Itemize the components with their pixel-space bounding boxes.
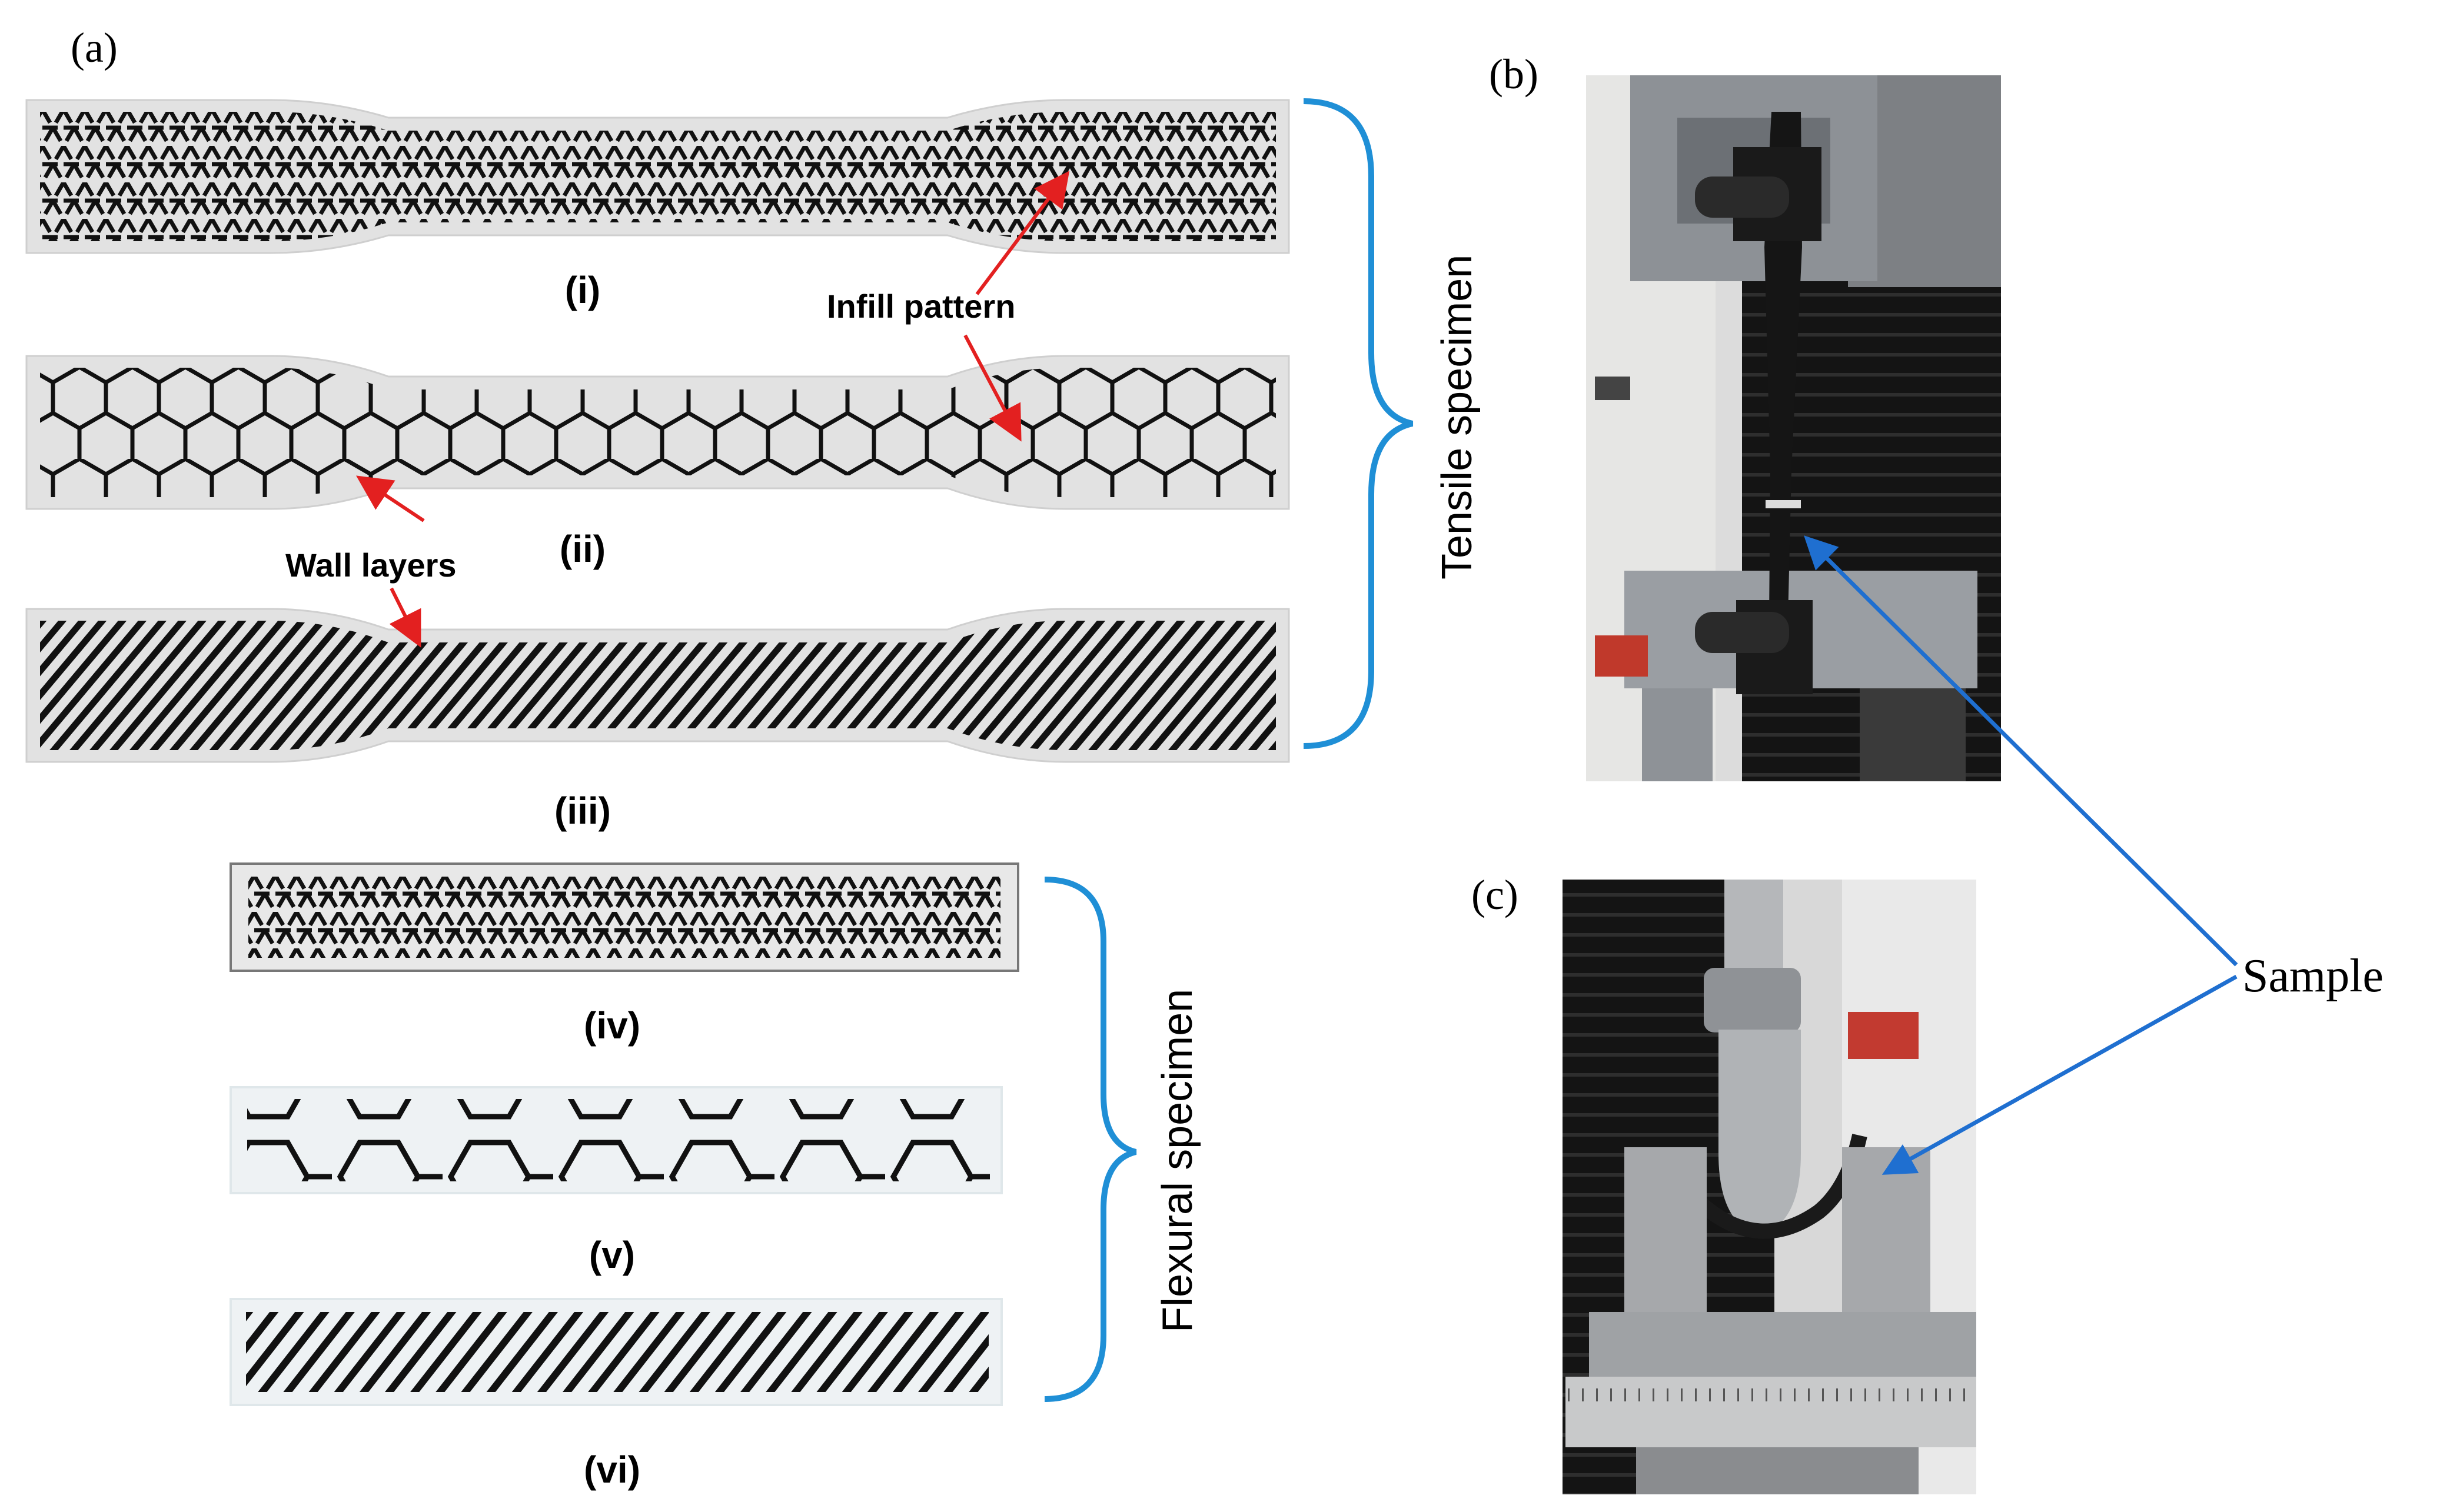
specimen-label-v: (v) <box>589 1234 635 1276</box>
callout-infill-pattern: Infill pattern <box>827 288 1015 325</box>
panel-label-b: (b) <box>1489 51 1538 98</box>
wall-arrow-2 <box>389 587 421 648</box>
tensile-group-label: Tensile specimen <box>1434 255 1481 580</box>
wall-arrow-1 <box>356 475 425 522</box>
flexural-group-label: Flexural specimen <box>1154 989 1201 1333</box>
specimen-label-iii: (iii) <box>554 790 611 832</box>
flexural-bracket <box>1044 877 1137 1402</box>
specimen-label-ii: (ii) <box>560 528 606 570</box>
sample-arrow-c <box>1881 974 2238 1175</box>
specimen-label-iv: (iv) <box>584 1004 640 1047</box>
callout-wall-layers: Wall layers <box>285 547 457 584</box>
panel-label-c: (c) <box>1471 871 1518 918</box>
tensile-test-photo <box>1586 75 2001 781</box>
infill-arrow-1 <box>975 171 1070 295</box>
specimen-label-vi: (vi) <box>584 1448 640 1491</box>
flexural-specimen-v <box>230 1086 1003 1194</box>
tensile-specimen-iii <box>25 608 1290 763</box>
infill-arrow-2 <box>963 334 1022 442</box>
specimen-label-i: (i) <box>565 269 600 311</box>
sample-arrow-b <box>1804 535 2238 967</box>
tensile-specimen-i <box>25 99 1290 254</box>
flexural-test-photo <box>1563 880 1976 1494</box>
sample-label: Sample <box>2242 950 2384 1002</box>
tensile-specimen-ii <box>25 355 1290 510</box>
panel-label-a: (a) <box>71 24 118 71</box>
flexural-specimen-vi <box>230 1298 1003 1406</box>
tensile-bracket <box>1303 98 1414 749</box>
flexural-specimen-iv <box>230 862 1019 972</box>
